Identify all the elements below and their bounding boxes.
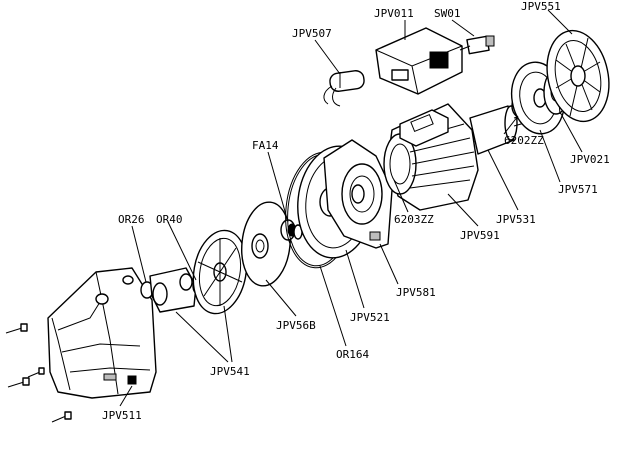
label-or26: OR26 <box>118 213 145 226</box>
label-6203zz: 6203ZZ <box>394 213 434 226</box>
diffuser-jpv541 <box>192 229 248 315</box>
label-6202zz: 6202ZZ <box>504 134 544 147</box>
label-jpv507: JPV507 <box>292 27 332 40</box>
label-or164: OR164 <box>336 348 369 361</box>
label-fa14: FA14 <box>252 139 279 152</box>
label-jpv571: JPV571 <box>558 183 598 196</box>
label-jpv511: JPV511 <box>102 409 142 422</box>
switch-sw01 <box>459 35 495 55</box>
label-jpv531: JPV531 <box>496 213 536 226</box>
label-jpv551: JPV551 <box>521 0 561 13</box>
impeller-jpv56b <box>241 201 291 287</box>
label-jpv56b: JPV56B <box>276 319 316 332</box>
label-jpv021: JPV021 <box>570 153 610 166</box>
label-jpv521: JPV521 <box>350 311 390 324</box>
label-sw01: SW01 <box>434 7 461 20</box>
motor-bracket-jpv581 <box>323 139 393 249</box>
label-jpv011: JPV011 <box>374 7 414 20</box>
screws <box>5 323 72 423</box>
pump-body-jpv511 <box>47 267 157 399</box>
ejector-jpv541-small <box>149 267 197 313</box>
leader-lines <box>119 9 583 407</box>
label-jpv541: JPV541 <box>210 365 250 378</box>
label-jpv581: JPV581 <box>396 286 436 299</box>
capacitor-jpv507 <box>323 70 365 107</box>
motor-housing-jpv591 <box>383 103 479 211</box>
label-or40: OR40 <box>156 213 183 226</box>
terminal-box-jpv011 <box>375 27 463 95</box>
rotor-shaft-jpv531 <box>469 105 529 155</box>
part-labels: JPV011 SW01 JPV551 JPV507 FA14 JPV021 62… <box>102 0 610 422</box>
label-jpv591: JPV591 <box>460 229 500 242</box>
